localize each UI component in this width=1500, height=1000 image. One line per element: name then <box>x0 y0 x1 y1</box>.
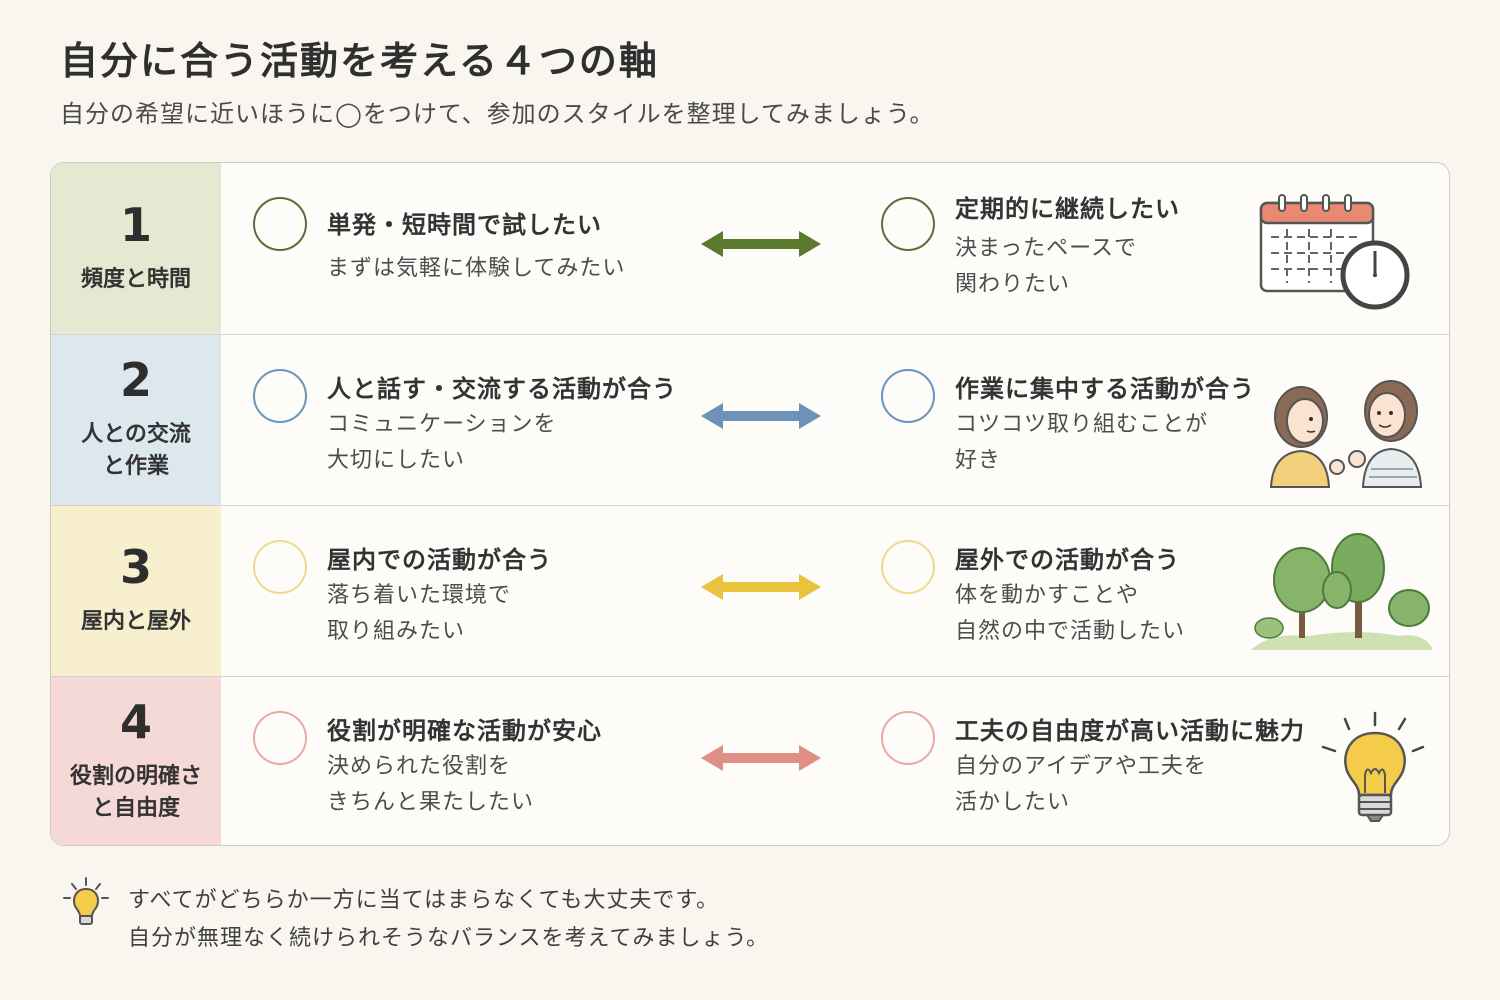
left-option-circle[interactable] <box>253 197 307 251</box>
right-option-title: 作業に集中する活動が合う <box>955 375 1255 403</box>
left-option-title: 役割が明確な活動が安心 <box>327 717 602 745</box>
left-option-desc: コミュニケーションを 大切にしたい <box>327 412 557 473</box>
trees-icon <box>1251 533 1433 650</box>
axis-number: 2 <box>119 353 152 407</box>
axis-row-interaction: 2 人との交流 と作業 人と話す・交流する活動が合う コミュニケーションを 大切… <box>51 334 1449 505</box>
two-people-talking-icon <box>1269 380 1423 488</box>
right-option-title: 定期的に継続したい <box>955 195 1180 223</box>
axis-label-cell: 2 人との交流 と作業 <box>51 335 221 505</box>
left-option-circle[interactable] <box>253 711 307 765</box>
left-option-title: 人と話す・交流する活動が合う <box>327 375 677 403</box>
axis-row-frequency: 1 頻度と時間 単発・短時間で試したい まずは気軽に体験してみたい 定期的に継続… <box>51 163 1449 334</box>
left-option-circle[interactable] <box>253 540 307 594</box>
axis-number: 4 <box>119 695 152 749</box>
left-option-desc: 決められた役割を きちんと果たしたい <box>327 754 535 815</box>
right-option-circle[interactable] <box>881 369 935 423</box>
left-option-title: 単発・短時間で試したい <box>327 211 602 239</box>
axis-row-indoor-outdoor: 3 屋内と屋外 屋内での活動が合う 落ち着いた環境で 取り組みたい 屋外での活動… <box>51 505 1449 676</box>
right-option-circle[interactable] <box>881 711 935 765</box>
right-option-title: 工夫の自由度が高い活動に魅力 <box>955 717 1305 745</box>
axis-row-role-freedom: 4 役割の明確さ と自由度 役割が明確な活動が安心 決められた役割を きちんと果… <box>51 676 1449 845</box>
left-option-title: 屋内での活動が合う <box>327 546 552 574</box>
axis-table: 1 頻度と時間 単発・短時間で試したい まずは気軽に体験してみたい 定期的に継続… <box>50 162 1450 846</box>
page-subtitle: 自分の希望に近いほうに◯をつけて、参加のスタイルを整理してみましょう。 <box>60 100 935 128</box>
right-option-desc: 決まったペースで 関わりたい <box>955 236 1138 297</box>
axis-label-cell: 4 役割の明確さ と自由度 <box>51 677 221 845</box>
axis-name: 役割の明確さ と自由度 <box>69 764 202 821</box>
left-option-circle[interactable] <box>253 369 307 423</box>
axis-name: 人との交流 と作業 <box>81 422 191 479</box>
right-option-desc: 自分のアイデアや工夫を 活かしたい <box>955 754 1207 815</box>
right-option-circle[interactable] <box>881 197 935 251</box>
calendar-clock-icon <box>1259 194 1410 310</box>
axis-name: 屋内と屋外 <box>80 609 191 634</box>
double-arrow-icon <box>701 574 821 600</box>
axis-name: 頻度と時間 <box>80 266 191 292</box>
left-option-desc: 落ち着いた環境で 取り組みたい <box>327 583 512 644</box>
right-option-circle[interactable] <box>881 540 935 594</box>
axis-number: 1 <box>119 197 152 252</box>
page-title: 自分に合う活動を考える４つの軸 <box>60 39 659 83</box>
double-arrow-icon <box>701 403 821 429</box>
axis-label-cell: 1 頻度と時間 <box>51 163 221 334</box>
footer-note: すべてがどちらか一方に当てはまらなくても大丈夫です。 自分が無理なく続けられそう… <box>128 888 770 951</box>
left-option-desc: まずは気軽に体験してみたい <box>327 256 626 281</box>
axis-number: 3 <box>119 540 152 594</box>
double-arrow-icon <box>701 745 821 771</box>
double-arrow-icon <box>701 231 821 257</box>
lightbulb-icon <box>1321 711 1425 822</box>
axis-label-cell: 3 屋内と屋外 <box>51 506 221 676</box>
right-option-desc: 体を動かすことや 自然の中で活動したい <box>955 583 1186 644</box>
lightbulb-icon <box>63 877 109 925</box>
right-option-desc: コツコツ取り組むことが 好き <box>955 412 1209 473</box>
right-option-title: 屋外での活動が合う <box>955 546 1180 574</box>
